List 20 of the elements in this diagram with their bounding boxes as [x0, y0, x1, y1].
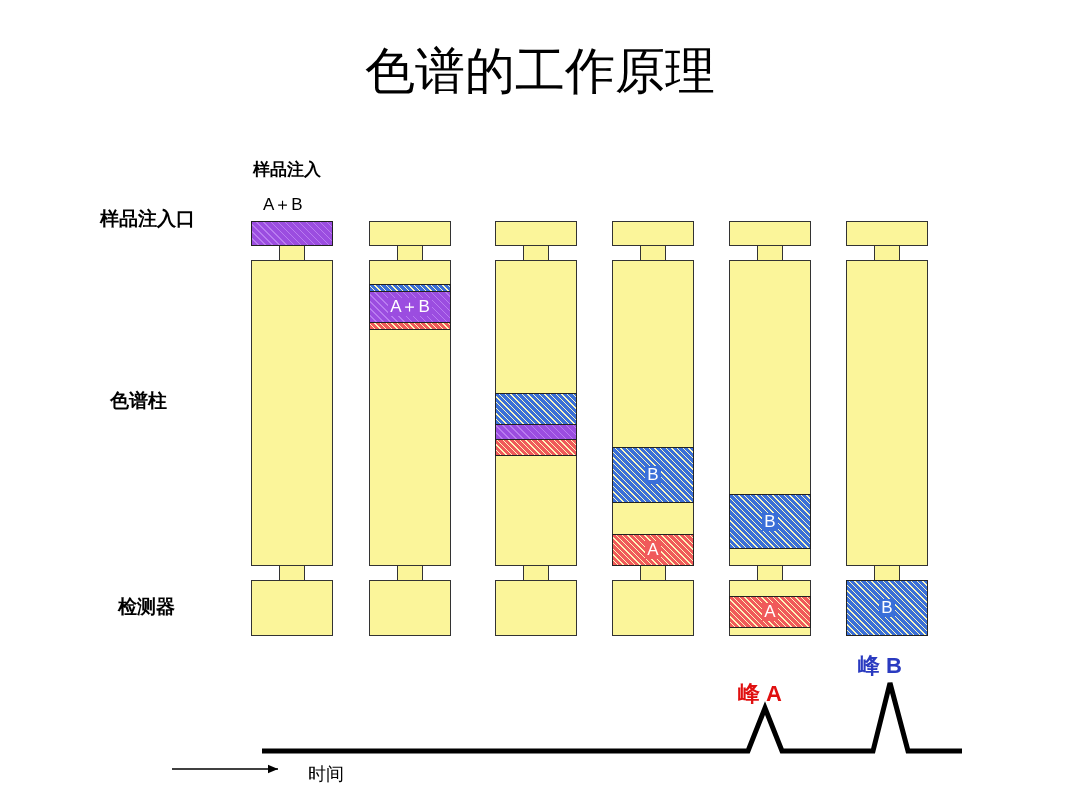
band-label: B	[879, 599, 895, 617]
band-label: A	[645, 541, 661, 559]
band-label: B	[645, 466, 661, 484]
band-label: A＋B	[263, 194, 303, 216]
row-label: 样品注入口	[100, 207, 195, 231]
sample-band	[612, 447, 694, 503]
row-label: 色谱柱	[110, 389, 167, 413]
axis-label: 时间	[308, 763, 344, 786]
sample-band	[729, 494, 811, 549]
peak-label: 峰 A	[738, 680, 782, 708]
axis-label: 样品注入	[253, 159, 321, 181]
band-label: A＋B	[388, 298, 432, 316]
sample-band	[729, 596, 811, 628]
band-label: A	[762, 603, 778, 621]
title: 色谱的工作原理	[364, 42, 716, 101]
sample-band	[612, 534, 694, 566]
sample-band	[846, 580, 928, 636]
sample-band	[369, 291, 451, 323]
row-label: 检测器	[118, 595, 175, 619]
peak-label: 峰 B	[858, 652, 902, 680]
